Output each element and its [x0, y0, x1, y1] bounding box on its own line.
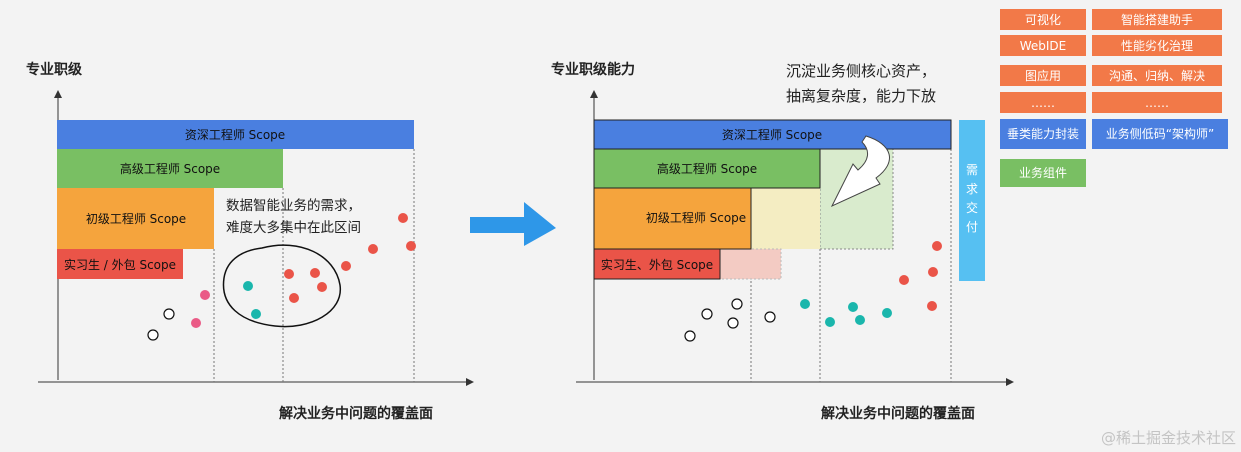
dot: [727, 317, 739, 329]
dot: [310, 268, 320, 278]
curved-arrow: [830, 135, 890, 208]
highlight-ellipse: [222, 244, 341, 328]
left-x-axis-label: 解决业务中问题的覆盖面: [279, 405, 433, 422]
right-band-junior: [593, 187, 752, 250]
delivery-char: 付: [966, 220, 978, 234]
left-note-line2: 难度大多集中在此区间: [226, 219, 361, 236]
left-band-senior: [57, 149, 283, 188]
delivery-bar: [959, 120, 985, 281]
left-band-intern-label: 实习生 / 外包 Scope: [64, 257, 176, 272]
right-band-senior-expert-label: 资深工程师 Scope: [722, 127, 822, 142]
dot: [932, 241, 942, 251]
left-band-senior-expert: [57, 120, 414, 149]
legend-chip-label: ……: [1145, 96, 1169, 110]
right-band-senior-expert: [593, 119, 952, 150]
dot: [289, 293, 299, 303]
legend-chip-label: ……: [1031, 96, 1055, 110]
right-intern-extension: [719, 248, 782, 280]
left-band-senior-expert-label: 资深工程师 Scope: [185, 127, 285, 142]
dot: [684, 330, 696, 342]
right-band-junior-label: 初级工程师 Scope: [646, 210, 746, 225]
transition-arrow: [470, 202, 556, 246]
left-band-junior-label: 初级工程师 Scope: [86, 211, 186, 226]
legend-chip: [1092, 35, 1222, 56]
dot: [927, 301, 937, 311]
dot: [317, 282, 327, 292]
delivery-char: 需: [966, 163, 978, 177]
legend-chip-blue: [1000, 119, 1086, 149]
legend-chip: [1000, 35, 1086, 56]
right-band-senior: [593, 148, 821, 189]
legend-chip-label: 业务侧低码“架构师”: [1106, 126, 1214, 141]
dot: [251, 309, 261, 319]
dot: [848, 302, 858, 312]
dot: [928, 267, 938, 277]
left-diagram: 专业职级 资深工程师 Scope 高级工程师 Scope 初级工程师 Scope…: [26, 61, 474, 422]
dot: [800, 299, 810, 309]
legend-chip-green: [1000, 159, 1086, 187]
legend-chip: [1000, 92, 1086, 113]
dot: [825, 317, 835, 327]
dot: [882, 308, 892, 318]
right-note-line2: 抽离复杂度，能力下放: [786, 87, 936, 105]
right-y-axis-label: 专业职级能力: [551, 61, 635, 78]
dot: [243, 281, 253, 291]
right-x-axis-label: 解决业务中问题的覆盖面: [821, 405, 975, 422]
legend-chip-label: 智能搭建助手: [1121, 12, 1193, 27]
legend: 可视化 WebIDE 图应用 …… 智能搭建助手 性能劣化治理 沟通、归纳、解决…: [1000, 9, 1228, 187]
legend-chip: [1000, 9, 1086, 30]
delivery-char: 求: [966, 182, 978, 196]
dot: [398, 213, 408, 223]
left-band-junior: [57, 188, 214, 249]
dot: [764, 311, 776, 323]
dot: [855, 315, 865, 325]
legend-chip-blue: [1092, 119, 1228, 149]
dot: [341, 261, 351, 271]
left-band-senior-label: 高级工程师 Scope: [120, 161, 220, 176]
legend-chip-label: 可视化: [1025, 12, 1061, 27]
legend-chip: [1092, 65, 1222, 86]
watermark: @稀土掘金技术社区: [1101, 429, 1236, 447]
dot: [147, 329, 159, 341]
left-note-line1: 数据智能业务的需求，: [226, 198, 361, 214]
left-y-axis-label: 专业职级: [26, 61, 83, 78]
delivery-char: 交: [966, 200, 978, 215]
right-junior-extension: [751, 188, 820, 249]
dot: [701, 308, 713, 320]
legend-chip: [1000, 65, 1086, 86]
legend-chip-label: 沟通、归纳、解决: [1109, 69, 1205, 83]
legend-chip: [1092, 9, 1222, 30]
right-note-line1: 沉淀业务侧核心资产，: [786, 62, 936, 80]
right-band-senior-label: 高级工程师 Scope: [657, 161, 757, 176]
right-band-intern: [593, 248, 721, 280]
dot: [200, 290, 210, 300]
dot: [163, 308, 175, 320]
dot: [899, 275, 909, 285]
dot: [406, 241, 416, 251]
dot: [284, 269, 294, 279]
right-diagram: 专业职级能力 资深工程师 Scope 高级工程师 Scope 初级工程师 Sco…: [551, 61, 1014, 422]
dot: [731, 298, 743, 310]
legend-chip-label: 图应用: [1025, 68, 1061, 83]
dot: [368, 244, 378, 254]
legend-chip-label: WebIDE: [1020, 39, 1067, 53]
right-band-intern-label: 实习生、外包 Scope: [601, 257, 713, 272]
legend-chip-label: 垂类能力封装: [1007, 127, 1079, 141]
legend-chip: [1092, 92, 1222, 113]
legend-chip-label: 性能劣化治理: [1121, 39, 1193, 53]
left-band-intern: [57, 249, 183, 279]
legend-chip-label: 业务组件: [1019, 165, 1067, 180]
dot: [191, 318, 201, 328]
